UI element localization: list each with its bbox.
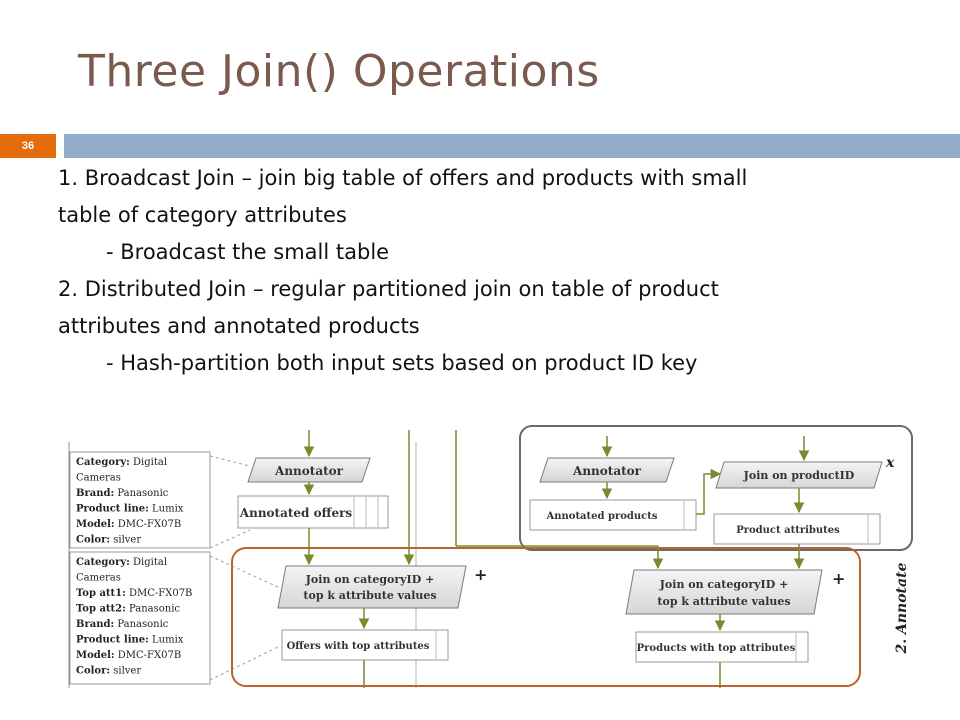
attribute-card-row: Category: Digital: [76, 457, 167, 468]
title-underline-bar: [64, 134, 960, 158]
annotator-right-label: Annotator: [572, 464, 642, 478]
attribute-card-row: Cameras: [76, 573, 121, 584]
plus-sign-left: +: [474, 565, 487, 584]
attribute-card-row: Top att2: Panasonic: [76, 604, 180, 615]
attribute-card-row: Top att1: DMC-FX07B: [76, 588, 192, 599]
annotated-offers-box: [237, 495, 389, 529]
body-line-5: attributes and annotated products: [58, 314, 420, 338]
distributed-join-region: [519, 425, 913, 551]
join-category-left-line2: top k attribute values: [303, 589, 436, 602]
join-category-left-box: [277, 565, 467, 609]
join-category-right-line2: top k attribute values: [657, 595, 790, 608]
attribute-card-row: Product line: Lumix: [76, 504, 184, 515]
product-attributes-box: [713, 513, 881, 545]
annotator-left-label: Annotator: [274, 464, 344, 478]
attribute-card-row: Brand: Panasonic: [76, 619, 169, 630]
attribute-card-row: Color: silver: [76, 535, 141, 546]
attribute-card-row: Model: DMC-FX07B: [76, 650, 181, 661]
offers-top-attributes-box: [281, 629, 449, 661]
attribute-card-row: Color: silver: [76, 666, 141, 677]
join-category-right-box: [625, 569, 823, 615]
product-attributes-label: Product attributes: [736, 525, 840, 536]
slide-number: 36: [0, 134, 56, 158]
products-top-attributes-label: Products with top attributes: [637, 643, 796, 654]
annotated-products-label: Annotated products: [545, 511, 657, 522]
body-line-3: - Broadcast the small table: [106, 240, 390, 264]
broadcast-join-region: [231, 547, 861, 687]
join-product-box: [715, 461, 883, 489]
annotated-offers-label: Annotated offers: [239, 506, 353, 520]
body-line-4: 2. Distributed Join – regular partitione…: [58, 277, 719, 301]
annotate-side-label: 2. Annotate: [894, 562, 910, 654]
slide-title: Three Join() Operations: [78, 46, 600, 97]
products-top-attributes-box: [635, 631, 809, 663]
body-line-1: 1. Broadcast Join – join big table of of…: [58, 166, 748, 190]
dashed-connector: [209, 645, 281, 681]
attribute-card-1: [69, 451, 211, 549]
attribute-card-row: Brand: Panasonic: [76, 488, 169, 499]
body-line-6: - Hash-partition both input sets based o…: [106, 351, 698, 375]
attribute-card-row: Cameras: [76, 473, 121, 484]
attribute-card-row: Category: Digital: [76, 557, 167, 568]
annotator-right-box: [539, 457, 675, 483]
offers-top-attributes-label: Offers with top attributes: [287, 641, 430, 652]
body-line-2: table of category attributes: [58, 203, 347, 227]
annotated-products-box: [529, 499, 697, 531]
join-category-left-line1: Join on categoryID +: [305, 573, 435, 586]
cross-mark: x: [885, 455, 895, 471]
annotator-left-box: [247, 457, 371, 483]
attribute-card-row: Product line: Lumix: [76, 635, 184, 646]
slide-body: 1. Broadcast Join – join big table of of…: [58, 160, 938, 382]
join-category-right-line1: Join on categoryID +: [659, 578, 789, 591]
join-product-label: Join on productID: [743, 469, 855, 482]
dashed-connector: [209, 529, 251, 549]
attribute-card-2: [69, 551, 211, 685]
dashed-connector: [209, 455, 251, 467]
plus-sign-right: +: [832, 569, 845, 588]
dashed-connector: [209, 555, 281, 589]
attribute-card-row: Model: DMC-FX07B: [76, 519, 181, 530]
